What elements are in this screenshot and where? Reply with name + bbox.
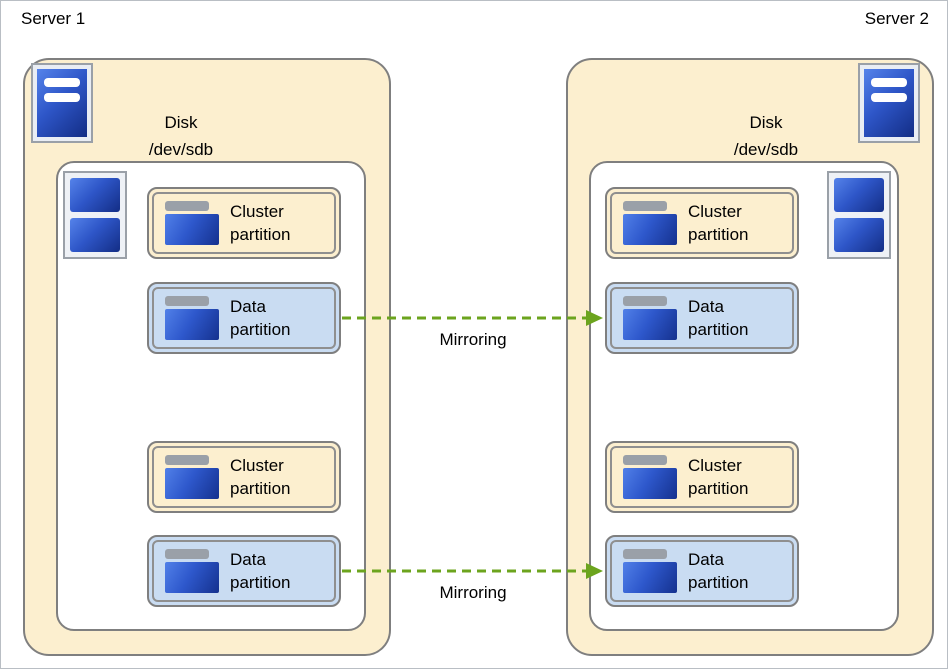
server-icon-face: [37, 69, 87, 137]
cluster-partition: Cluster partition: [147, 441, 341, 513]
server-icon-bar: [44, 93, 80, 102]
mirroring-label: Mirroring: [439, 330, 507, 349]
drive-icon-body: [623, 214, 677, 245]
mirroring-arrow: [342, 310, 603, 326]
partition-label-line: Cluster: [230, 456, 284, 475]
data-partition: Data partition: [147, 282, 341, 354]
partition-label-line: partition: [230, 573, 291, 592]
drive-icon-body: [623, 562, 677, 593]
partition-label-line: partition: [688, 320, 749, 339]
server-icon-bar: [44, 78, 80, 87]
cluster-partition: Cluster partition: [605, 441, 799, 513]
partition-label-line: partition: [688, 573, 749, 592]
drive-icon-top: [623, 201, 667, 211]
drive-icon: [165, 549, 219, 593]
data-partition: Data partition: [605, 535, 799, 607]
partition-label-line: partition: [230, 225, 291, 244]
mirroring-label: Mirroring: [439, 583, 507, 602]
partition-inner: Data partition: [610, 287, 794, 349]
disk-title: Disk /dev/sdb: [71, 109, 291, 163]
partition-label-line: partition: [230, 479, 291, 498]
server-icon: [858, 63, 920, 143]
partition-label: Data partition: [230, 295, 290, 341]
partition-inner: Data partition: [152, 287, 336, 349]
drive-icon-top: [623, 549, 667, 559]
drive-icon: [623, 455, 677, 499]
data-partition: Data partition: [147, 535, 341, 607]
drive-icon-top: [165, 201, 209, 211]
server-icon-bar: [871, 78, 907, 87]
drive-icon: [165, 455, 219, 499]
server-2-label: Server 2: [864, 9, 929, 28]
cluster-partition: Cluster partition: [605, 187, 799, 259]
partition-label: Cluster partition: [230, 454, 290, 500]
drive-icon-top: [165, 455, 209, 465]
partition-label: Cluster partition: [688, 200, 748, 246]
drive-icon: [165, 201, 219, 245]
server-icon-face: [864, 69, 914, 137]
data-partition: Data partition: [605, 282, 799, 354]
cluster-partition: Cluster partition: [147, 187, 341, 259]
drive-icon-body: [623, 309, 677, 340]
partition-label-line: Cluster: [230, 202, 284, 221]
partition-label: Data partition: [688, 548, 748, 594]
disk-title-line: /dev/sdb: [148, 140, 214, 159]
partition-label-line: Data: [688, 550, 724, 569]
server-icon: [31, 63, 93, 143]
server-1-label: Server 1: [21, 9, 86, 28]
drive-icon-body: [623, 468, 677, 499]
partition-inner: Cluster partition: [152, 446, 336, 508]
drive-icon: [623, 549, 677, 593]
drive-icon-top: [165, 549, 209, 559]
drive-icon: [165, 296, 219, 340]
disk-icon: [70, 218, 120, 252]
drive-icon: [623, 296, 677, 340]
partition-label-line: Cluster: [688, 456, 742, 475]
partition-label-line: Cluster: [688, 202, 742, 221]
drive-icon-top: [165, 296, 209, 306]
drive-icon-top: [623, 455, 667, 465]
partition-label-line: partition: [688, 479, 749, 498]
partition-label-line: partition: [688, 225, 749, 244]
partition-label: Cluster partition: [688, 454, 748, 500]
disk-stack-icon: [63, 171, 127, 259]
partition-inner: Data partition: [610, 540, 794, 602]
disk-title-line: Disk: [164, 113, 198, 132]
partition-inner: Cluster partition: [610, 192, 794, 254]
partition-label-line: partition: [230, 320, 291, 339]
disk-stack-icon: [827, 171, 891, 259]
disk-icon: [834, 178, 884, 212]
partition-label: Data partition: [230, 548, 290, 594]
partition-label-line: Data: [230, 297, 266, 316]
disk-icon: [70, 178, 120, 212]
partition-label-line: Data: [230, 550, 266, 569]
drive-icon-top: [623, 296, 667, 306]
partition-label: Data partition: [688, 295, 748, 341]
disk-icon: [834, 218, 884, 252]
partition-label-line: Data: [688, 297, 724, 316]
drive-icon-body: [165, 214, 219, 245]
partition-label: Cluster partition: [230, 200, 290, 246]
mirroring-arrow: [342, 563, 603, 579]
partition-inner: Cluster partition: [610, 446, 794, 508]
drive-icon-body: [165, 562, 219, 593]
drive-icon-body: [165, 309, 219, 340]
disk-title: Disk /dev/sdb: [656, 109, 876, 163]
partition-inner: Cluster partition: [152, 192, 336, 254]
server-icon-bar: [871, 93, 907, 102]
disk-title-line: Disk: [749, 113, 783, 132]
drive-icon-body: [165, 468, 219, 499]
partition-inner: Data partition: [152, 540, 336, 602]
drive-icon: [623, 201, 677, 245]
disk-title-line: /dev/sdb: [733, 140, 799, 159]
